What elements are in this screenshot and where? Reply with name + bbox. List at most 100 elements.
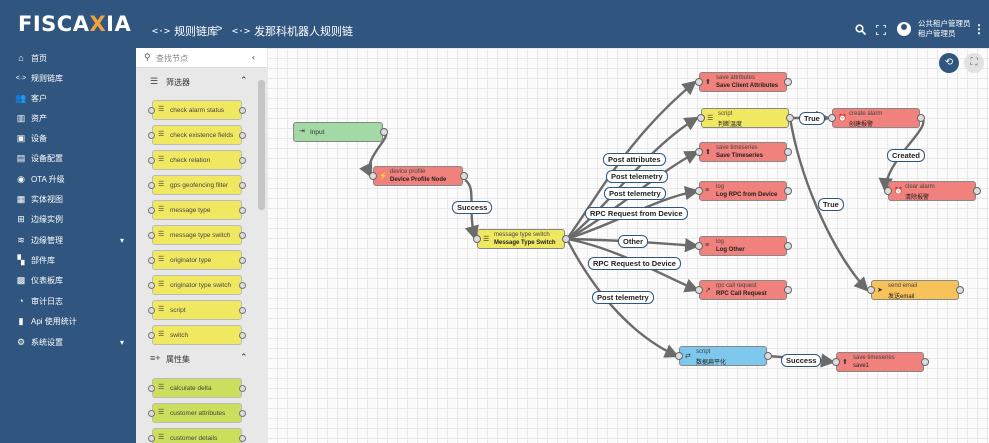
sidebar-item-entity-views[interactable]: ▦实体视图	[16, 193, 63, 204]
library-scrollbar[interactable]	[258, 80, 265, 210]
rule-node-save-timeseries-2[interactable]: ⬆ save timeseries save1	[832, 352, 929, 372]
rule-node-create-alarm[interactable]: ⏰ create alarm 创建报警	[828, 108, 925, 128]
fullscreen-button[interactable]: ⛶	[964, 53, 984, 73]
group-header-filter[interactable]: ☰ 筛选器 ⌃	[136, 70, 261, 92]
rule-node-log-rpc[interactable]: ≡ log Log RPC from Device	[695, 181, 792, 201]
edge-label[interactable]: Success	[452, 201, 493, 214]
node-output-port[interactable]	[917, 114, 925, 122]
node-input-port[interactable]	[695, 242, 703, 250]
rule-node-send-email[interactable]: ➤ send email 发送email	[867, 280, 964, 300]
library-node-item[interactable]: ☰calculate delta	[148, 378, 246, 398]
account-circle-icon[interactable]	[897, 22, 911, 36]
library-node-item[interactable]: ☰script	[148, 300, 246, 320]
sidebar-item-assets[interactable]: ▥资产	[16, 112, 47, 123]
edge-label[interactable]: Success	[781, 354, 822, 367]
sidebar-item-api-usage[interactable]: ▮Api 使用统计	[0, 311, 136, 331]
node-input-port[interactable]	[675, 352, 683, 360]
edge-label[interactable]: Created	[887, 149, 925, 162]
library-node-item[interactable]: ☰originator type	[148, 250, 246, 270]
sidebar-item-audit-logs[interactable]: ◔审计日志	[0, 291, 136, 311]
node-output-port	[239, 307, 246, 314]
node-output-port[interactable]	[956, 286, 964, 294]
node-search-bar[interactable]: ⚲ 查找节点 ‹	[136, 48, 267, 68]
library-node-item[interactable]: ☰check existence fields	[148, 125, 246, 145]
library-node-item[interactable]: ☰customer details	[148, 428, 246, 443]
rule-chain-canvas[interactable]: Success Post attributes Post telemetry P…	[267, 48, 989, 443]
sidebar-item-home[interactable]: ⌂首页	[0, 48, 136, 68]
node-output-port[interactable]	[784, 148, 792, 156]
sidebar-item-dashboards[interactable]: ▩仪表板库	[16, 274, 63, 285]
rule-node-input[interactable]: ⇥ Input	[293, 122, 388, 142]
user-info[interactable]: 公共租户管理员 租户管理员	[918, 19, 971, 39]
node-output-port[interactable]	[460, 172, 468, 180]
sidebar-item-device-profiles[interactable]: ▤设备配置	[16, 152, 63, 163]
node-input-port[interactable]	[828, 114, 836, 122]
node-input-port[interactable]	[884, 187, 892, 195]
node-output-port[interactable]	[764, 352, 772, 360]
sidebar-item-edge-instances[interactable]: ⊞边缘实例	[0, 209, 136, 229]
rule-node-rpc-call-request[interactable]: ↗ rpc call request RPC Call Request	[695, 280, 792, 300]
node-input-port[interactable]	[695, 187, 703, 195]
group-header-enrichment[interactable]: ≡+ 属性集 ⌃	[136, 347, 261, 369]
node-input-port[interactable]	[832, 358, 840, 366]
sidebar-item-devices[interactable]: ▣设备	[16, 132, 47, 143]
node-output-port[interactable]	[380, 128, 388, 136]
sidebar-item-system-settings[interactable]: ⚙系统设置▾	[16, 336, 125, 347]
node-input-port[interactable]	[697, 114, 705, 122]
chevron-left-icon[interactable]: ‹	[252, 52, 255, 62]
edge-label[interactable]: RPC Request to Device	[588, 257, 681, 270]
node-output-port[interactable]	[784, 286, 792, 294]
edge-label[interactable]: True	[818, 198, 844, 211]
library-node-item[interactable]: ☰message type	[148, 200, 246, 220]
sidebar-item-ota[interactable]: ◉OTA 升级	[0, 169, 136, 189]
search-icon[interactable]	[855, 24, 866, 35]
edge-label[interactable]: Post telemetry	[604, 187, 666, 200]
node-output-port[interactable]	[921, 358, 929, 366]
filter-icon: ☰	[158, 434, 165, 441]
node-input-port	[148, 107, 155, 114]
rule-node-message-type-switch[interactable]: ☰ message type switch Message Type Switc…	[473, 229, 570, 249]
sidebar-item-rule-chains[interactable]: <·>规则链库	[15, 73, 63, 83]
sidebar-item-edge-management[interactable]: ≋边缘管理▾	[0, 230, 136, 250]
node-input-port[interactable]	[695, 148, 703, 156]
library-node-item[interactable]: ☰message type switch	[148, 225, 246, 245]
edge-label[interactable]: True	[799, 112, 825, 125]
rule-node-save-attributes[interactable]: ⬆ save attributes Save Client Attributes	[695, 72, 792, 92]
edge-label[interactable]: Post telemetry	[606, 170, 668, 183]
edge-label[interactable]: Other	[618, 235, 649, 248]
node-input-port[interactable]	[473, 235, 481, 243]
library-node-item[interactable]: ☰switch	[148, 325, 246, 345]
library-node-item[interactable]: ☰originator type switch	[148, 275, 246, 295]
edge-label[interactable]: RPC Request from Device	[585, 207, 688, 220]
rule-node-script-flatten[interactable]: ⇄ script 数据扁平化	[675, 346, 772, 366]
rule-node-save-timeseries[interactable]: ⬆ save timeseries Save Timeseries	[695, 142, 792, 162]
rule-node-clear-alarm[interactable]: ⏰ clear alarm 清除报警	[884, 181, 981, 201]
node-output-port[interactable]	[784, 187, 792, 195]
library-node-item[interactable]: ☰customer attributes	[148, 403, 246, 423]
sidebar-item-customers[interactable]: 👥客户	[15, 92, 47, 103]
node-input-port[interactable]	[695, 78, 703, 86]
rule-node-device-profile[interactable]: ⚡ device profile Device Profile Node	[369, 166, 468, 186]
node-search-input[interactable]: 查找节点	[156, 54, 188, 63]
node-output-port[interactable]	[786, 114, 794, 122]
more-vert-icon[interactable]: ⋮	[973, 22, 985, 36]
sidebar-item-widgets[interactable]: ▚部件库	[0, 250, 136, 270]
rule-node-script-judge-temp[interactable]: ☰ script 判断温度	[697, 108, 794, 128]
app-logo[interactable]: FISCAXIA	[18, 12, 132, 36]
breadcrumb-rule-chains[interactable]: <·> 规则链库	[152, 23, 218, 39]
version-history-button[interactable]: ⟲	[939, 53, 959, 73]
node-input-port[interactable]	[695, 286, 703, 294]
node-output-port[interactable]	[973, 187, 981, 195]
node-output-port[interactable]	[562, 235, 570, 243]
edge-label[interactable]: Post attributes	[603, 153, 666, 166]
rule-node-log-other[interactable]: ≡ log Log Other	[695, 236, 792, 256]
node-input-port[interactable]	[867, 286, 875, 294]
node-input-port[interactable]	[369, 172, 377, 180]
node-output-port[interactable]	[784, 78, 792, 86]
library-node-item[interactable]: ☰check alarm status	[148, 100, 246, 120]
fullscreen-icon[interactable]	[876, 25, 886, 35]
library-node-item[interactable]: ☰check relation	[148, 150, 246, 170]
library-node-item[interactable]: ☰gps geofencing filter	[148, 175, 246, 195]
node-output-port[interactable]	[784, 242, 792, 250]
edge-label[interactable]: Post telemetry	[592, 291, 654, 304]
